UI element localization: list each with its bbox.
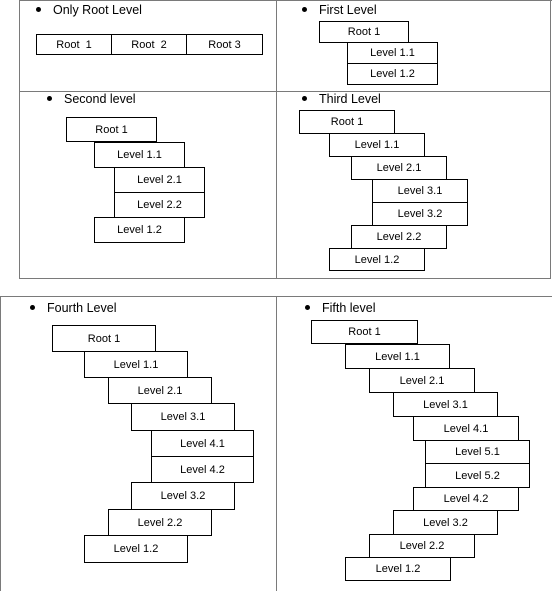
tree-node-box: Level 4.2: [413, 487, 519, 511]
bottom-table-col-divider: [276, 296, 277, 591]
bullet-icon: [302, 7, 307, 13]
bullet-icon: [302, 96, 307, 102]
tree-node-box: Root 1: [66, 117, 157, 142]
tree-node-box: Level 1.2: [94, 217, 185, 243]
panel-heading-only-root-level: Only Root Level: [36, 3, 142, 17]
heading-label: Fourth Level: [47, 301, 117, 315]
panel-heading-fifth-level: Fifth level: [305, 301, 376, 315]
panel-heading-second-level: Second level: [47, 92, 136, 106]
top-table-border-left: [19, 0, 20, 279]
tree-node-box: Level 3.2: [372, 202, 468, 226]
tree-node-box: Level 4.1: [413, 416, 519, 441]
tree-node-box: Level 4.1: [151, 430, 254, 457]
tree-node-box: Level 5.1: [425, 440, 530, 464]
top-table-col-divider: [276, 0, 277, 279]
tree-node-box: Level 2.2: [114, 192, 205, 218]
top-table-border-top: [19, 0, 552, 1]
bottom-table-border-left: [0, 296, 1, 591]
tree-node-box: Level 1.2: [347, 63, 438, 85]
tree-node-box: Level 1.1: [94, 142, 185, 168]
panel-heading-fourth-level: Fourth Level: [30, 301, 116, 315]
tree-node-box: Level 1.2: [329, 248, 425, 271]
bullet-icon: [36, 7, 41, 13]
tree-node-box: Level 2.1: [369, 368, 475, 393]
tree-node-box: Level 1.1: [347, 42, 438, 64]
tree-node-box: Level 1.1: [345, 344, 450, 369]
tree-node-box: Level 3.1: [393, 392, 498, 417]
heading-label: Only Root Level: [53, 3, 142, 17]
tree-node-box: Root 1: [319, 21, 409, 43]
tree-node-box: Level 4.2: [151, 456, 254, 483]
tree-node-box: Level 2.1: [114, 167, 205, 193]
tree-node-box: Level 2.2: [108, 509, 212, 536]
tree-node-box: Level 1.2: [345, 557, 451, 581]
heading-label: Second level: [64, 92, 136, 106]
tree-node-box: Root 1: [299, 110, 395, 134]
tree-node-box: Level 2.1: [351, 156, 447, 180]
heading-label: Third Level: [319, 92, 381, 106]
tree-node-box: Level 2.1: [108, 377, 212, 404]
tree-node-box: Level 3.2: [393, 510, 498, 535]
tree-node-box: Level 1.1: [84, 351, 188, 378]
top-table-row-divider: [19, 91, 551, 92]
tree-node-box: Level 3.1: [131, 403, 235, 431]
tree-node-box: Root 1: [52, 325, 156, 352]
tree-node-box: Root 1: [311, 320, 418, 344]
tree-node-box: Root 2: [111, 34, 187, 55]
heading-label: Fifth level: [322, 301, 376, 315]
heading-label: First Level: [319, 3, 377, 17]
tree-node-box: Level 3.1: [372, 179, 468, 203]
tree-node-box: Level 2.2: [369, 534, 475, 558]
panel-heading-first-level: First Level: [302, 3, 377, 17]
tree-node-box: Root 1: [36, 34, 112, 55]
top-table-border-bottom: [19, 278, 551, 279]
tree-node-box: Root 3: [186, 34, 263, 55]
panel-heading-third-level: Third Level: [302, 92, 381, 106]
bullet-icon: [47, 96, 52, 102]
tree-node-box: Level 1.2: [84, 535, 188, 563]
tree-node-box: Level 5.2: [425, 463, 530, 488]
tree-node-box: Level 1.1: [329, 133, 425, 157]
bullet-icon: [305, 305, 310, 311]
tree-node-box: Level 3.2: [131, 482, 235, 510]
tree-node-box: Level 2.2: [351, 225, 447, 249]
top-table-border-right: [550, 0, 551, 279]
bullet-icon: [30, 305, 35, 311]
